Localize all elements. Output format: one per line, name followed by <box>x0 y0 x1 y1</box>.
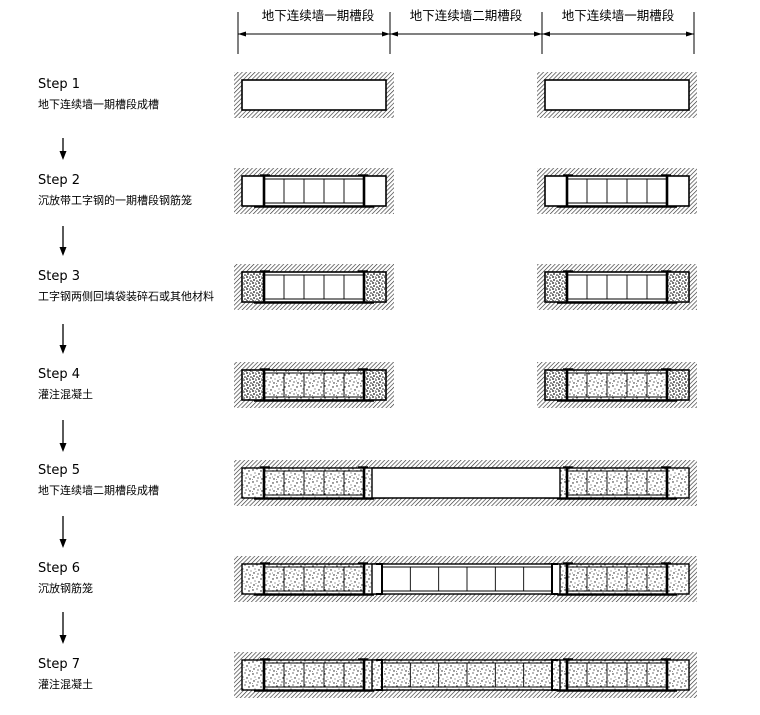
flow-arrow-head <box>59 345 67 354</box>
step-title: Step 5 <box>38 463 81 478</box>
step-title: Step 4 <box>38 367 81 382</box>
trench-cavity <box>241 175 387 207</box>
step-title: Step 2 <box>38 173 81 188</box>
step-3-label: Step 3 工字钢两侧回填袋装碎石或其他材料 <box>38 268 228 305</box>
dimension-arrow <box>238 31 246 37</box>
step-description: 灌注混凝土 <box>38 388 93 401</box>
step-description: 工字钢两侧回填袋装碎石或其他材料 <box>38 290 214 303</box>
trench-cavity <box>544 79 690 111</box>
gravel-backfill <box>668 273 688 301</box>
cage-end-bracket <box>551 659 558 691</box>
gravel-backfill <box>243 371 263 399</box>
secondary-trench-cavity <box>371 563 561 595</box>
concrete-fill <box>264 662 364 688</box>
step-description: 灌注混凝土 <box>38 678 93 691</box>
flow-arrow-head <box>59 151 67 160</box>
step-2-label: Step 2 沉放带工字钢的一期槽段钢筋笼 <box>38 172 228 209</box>
flow-arrow-head <box>59 247 67 256</box>
header-middle-secondary-panel: 地下连续墙二期槽段 <box>409 8 523 23</box>
dimension-arrow <box>382 31 390 37</box>
flow-arrow-head <box>59 539 67 548</box>
concrete-fill <box>264 372 364 398</box>
concrete-fill <box>567 372 667 398</box>
step-title: Step 1 <box>38 77 81 92</box>
cage-end-bracket <box>376 659 383 691</box>
header-left-primary-panel: 地下连续墙一期槽段 <box>261 8 375 23</box>
flow-arrow-head <box>59 635 67 644</box>
flow-arrow-head <box>59 443 67 452</box>
step-description: 地下连续墙二期槽段成槽 <box>38 484 159 497</box>
dimension-arrow <box>542 31 550 37</box>
gravel-backfill <box>546 273 566 301</box>
trench-cavity <box>241 79 387 111</box>
cage-end-bracket <box>551 563 558 595</box>
concrete-fill <box>567 662 667 688</box>
step-title: Step 6 <box>38 561 81 576</box>
cage-end-bracket <box>376 563 383 595</box>
step-description: 地下连续墙一期槽段成槽 <box>38 98 159 111</box>
trench-cavity <box>544 271 690 303</box>
step-description: 沉放带工字钢的一期槽段钢筋笼 <box>38 194 192 207</box>
dimension-arrow <box>686 31 694 37</box>
secondary-trench-cavity <box>371 659 561 691</box>
step-description: 沉放钢筋笼 <box>38 582 93 595</box>
concrete-fill <box>264 566 364 592</box>
step-4-label: Step 4 灌注混凝土 <box>38 366 228 403</box>
step-6-label: Step 6 沉放钢筋笼 <box>38 560 228 597</box>
gravel-backfill <box>668 371 688 399</box>
concrete-fill <box>567 470 667 496</box>
dimension-arrow <box>390 31 398 37</box>
step-7-label: Step 7 灌注混凝土 <box>38 656 228 693</box>
header-right-primary-panel: 地下连续墙一期槽段 <box>561 8 675 23</box>
gravel-backfill <box>365 371 385 399</box>
step-title: Step 3 <box>38 269 81 284</box>
concrete-fill <box>264 470 364 496</box>
step-title: Step 7 <box>38 657 81 672</box>
concrete-fill <box>567 566 667 592</box>
trench-cavity <box>544 175 690 207</box>
gravel-backfill <box>546 371 566 399</box>
step-5-label: Step 5 地下连续墙二期槽段成槽 <box>38 462 228 499</box>
dimension-arrow <box>534 31 542 37</box>
gravel-backfill <box>365 273 385 301</box>
gravel-backfill <box>243 273 263 301</box>
secondary-trench-cavity <box>371 467 561 499</box>
trench-cavity <box>241 271 387 303</box>
step-1-label: Step 1 地下连续墙一期槽段成槽 <box>38 76 228 113</box>
